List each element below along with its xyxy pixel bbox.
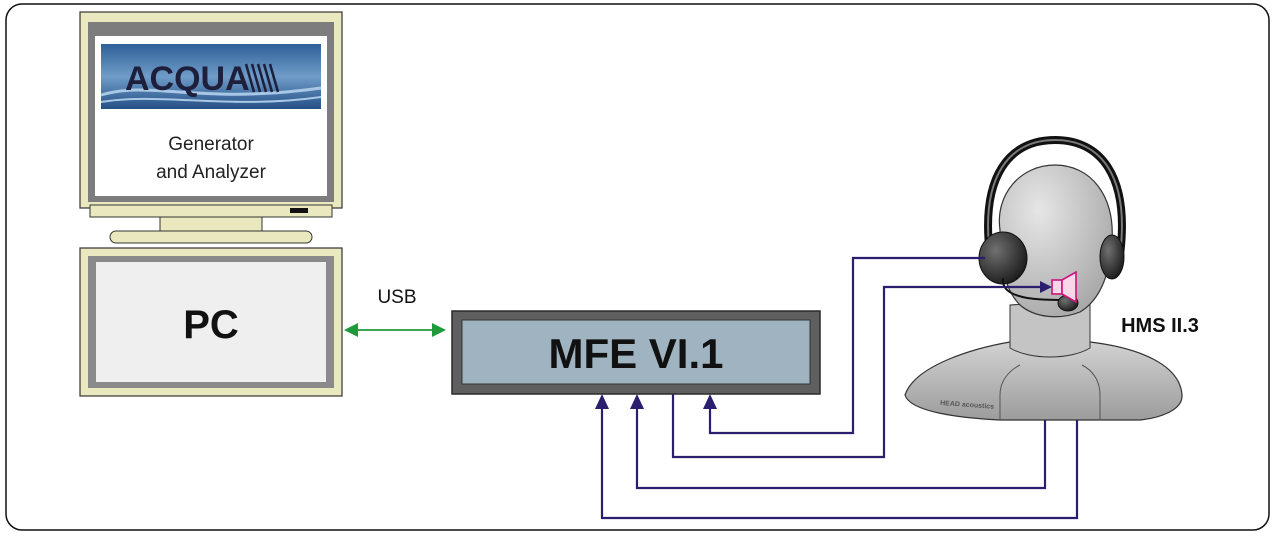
pc-label: PC (183, 303, 239, 347)
monitor-caption-line2: and Analyzer (156, 162, 267, 183)
connection-head-to-mfe-1 (635, 404, 1047, 490)
hms-head: HEAD acoustics HMS II.3 (904, 135, 1199, 421)
mfe-label: MFE VI.1 (548, 330, 723, 377)
monitor-power-slot (290, 208, 308, 213)
arrowhead-into-mfe-3 (595, 394, 609, 409)
signal-connections (600, 256, 1079, 520)
arrowhead-into-mfe-1 (703, 394, 717, 409)
usb-label: USB (377, 287, 416, 308)
boom-mic-arm (1001, 277, 1067, 301)
monitor-neck (159, 216, 263, 232)
hms-brand-text: HEAD acoustics (940, 400, 995, 411)
acqua-logo-text: ACQUA (125, 60, 250, 98)
hms-torso (904, 341, 1183, 421)
monitor-stand (109, 230, 313, 244)
connection-mfe-to-mouth (671, 285, 1044, 459)
headphone-left-cup (978, 231, 1028, 285)
connection-head-to-mfe-2 (600, 404, 1079, 520)
monitor-caption-line1: Generator (168, 134, 254, 155)
hms-label: HMS II.3 (1121, 315, 1199, 337)
usb-link: USB (344, 287, 446, 337)
arrowhead-into-mfe-2 (630, 394, 644, 409)
connection-mfe-to-ear (708, 256, 985, 435)
mouth-speaker-icon (1051, 270, 1077, 304)
arrowhead-into-mouth (1040, 281, 1052, 293)
monitor: ACQUA Generator and Analyzer (79, 11, 343, 244)
headphone-right-cup (1099, 234, 1125, 280)
mfe-frontend: MFE VI.1 (451, 310, 821, 395)
pc-unit: PC (79, 247, 343, 397)
